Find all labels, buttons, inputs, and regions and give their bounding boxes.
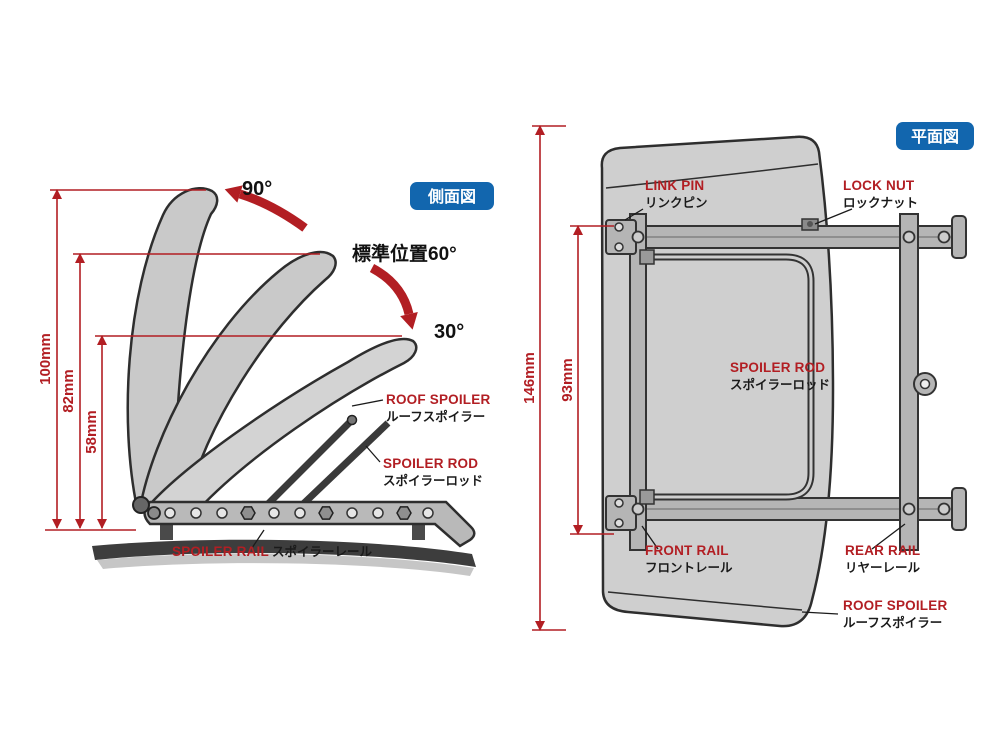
spoiler-rod-strut-2 — [297, 420, 391, 510]
lock-nut-label-jp: ロックナット — [843, 196, 918, 210]
plan-roof-spoiler-label-jp: ルーフスポイラー — [843, 615, 942, 630]
angle-90-label: 90° — [242, 178, 272, 200]
lock-nut-center — [807, 221, 813, 227]
spoiler-rod-strut-1 — [262, 417, 355, 510]
blade-pivot — [132, 496, 150, 514]
roof-spoiler-label-jp: ルーフスポイラー — [386, 409, 485, 424]
side-dimensions — [45, 189, 402, 531]
dim-100mm: 100mm — [37, 333, 54, 385]
car-roof — [92, 539, 476, 567]
dim-93mm: 93mm — [559, 358, 576, 401]
front-rail-label-en: FRONT RAIL — [645, 543, 729, 558]
angle-30-label: 30° — [434, 321, 464, 343]
spoiler-rail-leader — [251, 529, 265, 549]
side-view: 100mm 82mm 58mm 90° 標準位置60° 30° ROOF SPO… — [37, 178, 494, 576]
rear-rail-hole — [919, 378, 931, 390]
spoiler-top-lip-line — [605, 163, 819, 189]
bottom-rail-endcap — [951, 487, 967, 531]
top-rail-endcap — [951, 215, 967, 259]
rotation-arrow-down — [369, 264, 414, 316]
rotation-arrow-up-head — [224, 185, 243, 203]
rail-hex-bolts — [240, 506, 412, 520]
plan-dimensions — [532, 125, 614, 631]
spoiler-rod-leader — [365, 445, 381, 463]
plan-spoiler-rod-highlight — [648, 255, 813, 499]
angle-60-label: 標準位置60° — [352, 242, 457, 265]
rear-rail-leader — [871, 523, 906, 550]
front-rail-label-jp: フロントレール — [645, 561, 733, 575]
link-pin-bottom-2 — [614, 518, 624, 528]
plan-view-badge — [896, 122, 974, 150]
spoiler-rod-label-jp: スポイラーロッド — [383, 473, 483, 488]
rotation-arrow-down-head — [400, 312, 418, 330]
roof-spoiler-label-en: ROOF SPOILER — [386, 392, 490, 407]
rail-holes — [164, 507, 434, 519]
side-view-badge-text: 側面図 — [427, 187, 476, 206]
link-pin-leader — [624, 208, 644, 221]
spoiler-rail-label-jp: スポイラーレール — [272, 544, 373, 559]
link-pin-label-en: LINK PIN — [645, 178, 704, 193]
rail-crossing-bolts — [631, 230, 951, 516]
link-pin-top-2 — [614, 242, 624, 252]
rotation-arrow-up — [238, 189, 308, 232]
plan-roof-spoiler-leader — [801, 611, 839, 615]
spoiler-bottom-lip-line — [607, 591, 803, 611]
car-roof-shading — [97, 553, 474, 576]
side-view-badge — [410, 182, 494, 210]
rod-joint-bolt — [346, 414, 358, 426]
link-pin-label-jp: リンクピン — [645, 196, 708, 210]
spoiler-blade-90 — [126, 187, 219, 510]
rod-connector-top — [639, 249, 655, 265]
rear-rail-label-en: REAR RAIL — [845, 543, 920, 558]
lock-nut-label-en: LOCK NUT — [843, 178, 915, 193]
plan-spoiler-rod-label-en: SPOILER ROD — [730, 360, 825, 375]
front-rail-leader — [641, 525, 659, 550]
link-pin-top-1 — [614, 222, 624, 232]
rail-end-bolt — [147, 506, 161, 520]
dim-82mm: 82mm — [60, 369, 77, 412]
rail-foot-right — [412, 522, 425, 540]
lock-nut-leader — [814, 208, 853, 225]
front-rail — [629, 213, 647, 551]
spoiler-blade-60 — [138, 250, 337, 510]
plan-view-badge-text: 平面図 — [911, 128, 959, 146]
rail-foot-left — [160, 522, 173, 540]
roof-spoiler-leader — [351, 399, 384, 407]
spoiler-blade-30 — [142, 337, 418, 514]
dim-146mm: 146mm — [521, 352, 538, 404]
dim-58mm: 58mm — [83, 410, 100, 453]
rod-connector-bottom — [639, 489, 655, 505]
plan-spoiler-rod-label-jp: スポイラーロッド — [730, 377, 830, 392]
plan-view: 146mm 93mm LINK PIN リンクピン LOCK NUT ロックナッ… — [521, 122, 974, 631]
spoiler-rod-label-en: SPOILER ROD — [383, 456, 478, 471]
link-pin-bottom-1 — [614, 498, 624, 508]
rear-rail-label-jp: リヤーレール — [845, 561, 921, 575]
plan-roof-spoiler-label-en: ROOF SPOILER — [843, 598, 947, 613]
spoiler-rail-label-en: SPOILER RAIL — [172, 544, 269, 559]
